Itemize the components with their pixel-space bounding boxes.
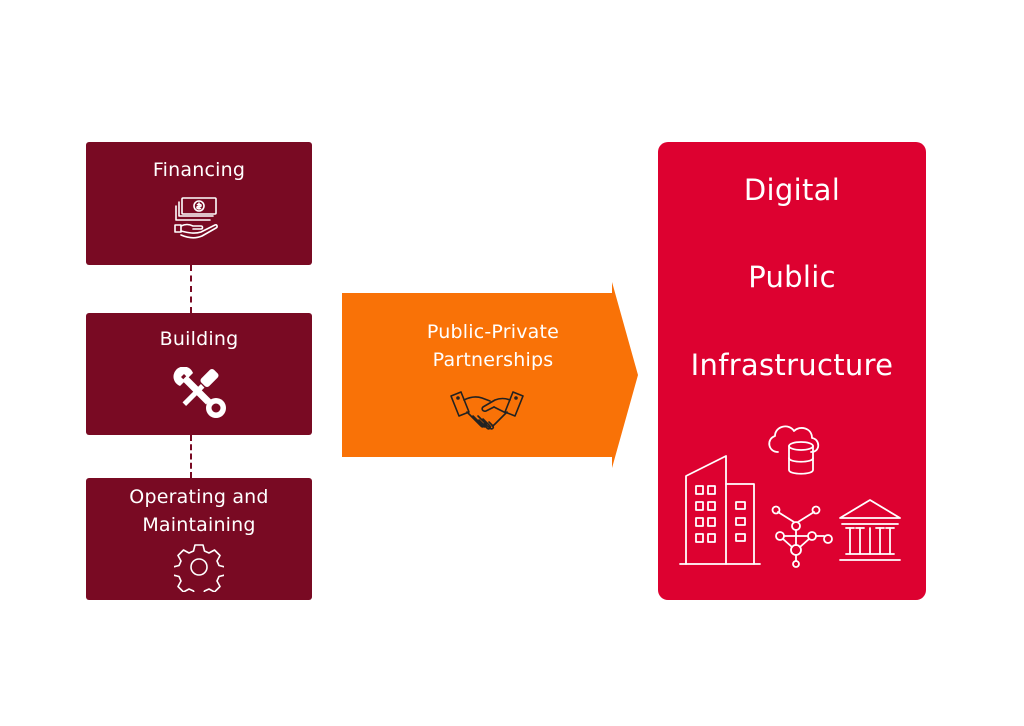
wrench-screwdriver-icon (173, 367, 226, 418)
handshake-icon (450, 391, 524, 430)
ppp-arrow (342, 282, 638, 468)
dpi-title-line-1: Digital (743, 173, 841, 207)
stage-label-operating: Operating and Maintaining (129, 486, 269, 536)
dpi-icon-group (679, 425, 901, 568)
dpi-box: Digital Public Infrastructure (658, 142, 926, 600)
dpi-title-line-2: Public (748, 260, 836, 294)
buildings-icon (679, 455, 761, 565)
ppp-label: Public-Private Partnerships (426, 321, 560, 371)
cloud-database-icon (768, 425, 820, 475)
stage-operating-maintaining: Operating and Maintaining (86, 478, 312, 600)
government-building-icon (839, 499, 901, 561)
stage-label-financing: Financing (152, 159, 246, 181)
connector-financing-building (190, 265, 192, 313)
dpi-title-line-3: Infrastructure (690, 348, 894, 382)
stage-label-building: Building (159, 328, 239, 350)
network-icon (771, 505, 833, 568)
stage-building: Building (86, 313, 312, 435)
stage-financing: Financing (86, 142, 312, 265)
connector-building-operating (190, 435, 192, 478)
money-hand-icon (174, 197, 218, 239)
gear-icon (174, 544, 224, 592)
